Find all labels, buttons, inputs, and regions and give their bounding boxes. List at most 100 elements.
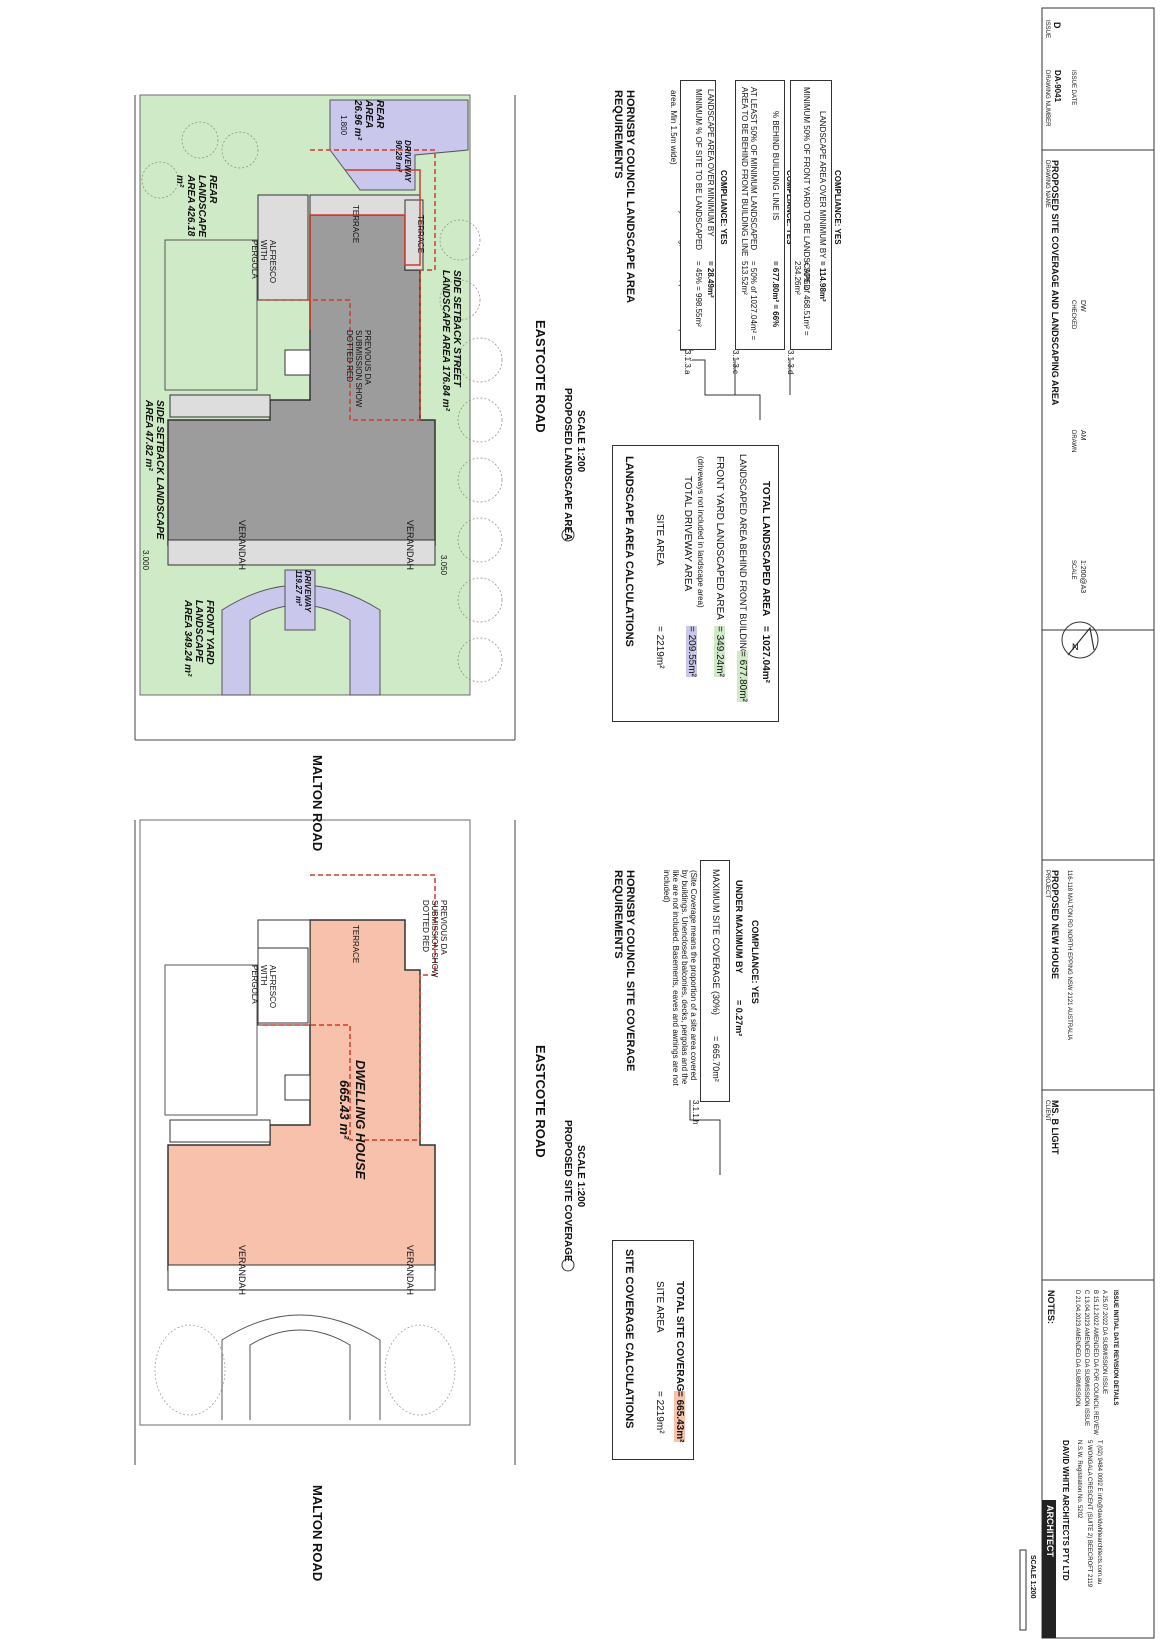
coverage-street-malton: MALTON ROAD: [310, 1485, 325, 1582]
dwelling-house-area: 665.43 m²: [337, 1080, 352, 1140]
revision-date: 15.12.2022: [1092, 1295, 1098, 1326]
landscape-driveway-value: = 209.55m²: [686, 626, 697, 677]
revision-issue: C: [1083, 1290, 1089, 1295]
coverage-under-label: UNDER MAXIMUM BY: [734, 880, 744, 974]
front-driveway-label: DRIVEWAY 119.27 m²: [294, 570, 312, 612]
landscape-plan-graphics: [134, 94, 516, 741]
landscape-street-malton: MALTON ROAD: [310, 755, 325, 852]
landscape-front-req-label: MINIMUM 50% OF FRONT YARD TO BE LANDSCAP…: [802, 87, 811, 291]
dimension-label: 3.000: [141, 550, 150, 571]
drawn-label: DRAWN: [1070, 430, 1076, 453]
coverage-caption-title: PROPOSED SITE COVERAGE: [562, 1120, 573, 1262]
notes-heading: NOTES:: [1046, 1290, 1056, 1325]
coverage-max-box: MAXIMUM SITE COVERAGE (30%) = 665.70m²: [700, 860, 730, 1102]
landscape-terrace-label-2: TERRACE: [416, 215, 425, 254]
landscape-calculations-table: LANDSCAPE AREA CALCULATIONS SITE AREA = …: [612, 445, 779, 722]
landscape-min-label: MINIMUM % OF SITE TO BE LANDSCAPED: [694, 89, 703, 251]
drawing-name: PROPOSED SITE COVERAGE AND LANDSCAPING A…: [1050, 160, 1060, 406]
landscape-behind-pct-label: % BEHIND BUILDING LINE IS: [771, 111, 780, 221]
scale-value: 1:200@A3: [1079, 560, 1086, 594]
architect-heading: ARCHITECT: [1045, 1505, 1055, 1557]
landscape-total-value: = 1027.04m²: [760, 626, 771, 683]
front-yard-landscape-label: FRONT YARD LANDSCAPE AREA 349.24 m²: [182, 600, 215, 677]
coverage-caption-scale: SCALE 1:200: [575, 1145, 586, 1208]
landscape-ref-c: 3.1.3.c: [731, 350, 740, 375]
coverage-caption-marker: [561, 1258, 575, 1272]
revision-date: 21.04.2023: [1074, 1296, 1080, 1327]
revision-details: AMENDED DA FOR COUNCIL REVIEW: [1092, 1327, 1098, 1435]
revision-details: AMENDED DA SUBMISSION ISSUE: [1083, 1327, 1089, 1427]
coverage-terrace-label: TERRACE: [351, 925, 360, 964]
landscape-over-label: LANDSCAPE AREA OVER MINIMUM BY: [706, 89, 715, 237]
revision-row: B 15.12.2022 AMENDED DA FOR COUNCIL REVI…: [1092, 1290, 1098, 1435]
checked-label: CHECKED: [1070, 300, 1076, 330]
landscape-ref-arrows: [690, 359, 791, 420]
dimension-label: 1.800: [339, 115, 348, 136]
landscape-min-value: = 45% = 998.55m²: [694, 261, 703, 327]
revision-row: D 21.04.2023 AMENDED DA SUBMISSION: [1074, 1290, 1080, 1406]
title-block-frame: [1041, 7, 1155, 1639]
coverage-previous-da-note: PREVIOUS DA SUBMISSION SHOW DOTTED RED: [421, 900, 448, 978]
landscape-current-outline: [309, 169, 421, 330]
revision-header: ISSUE INITIAL DATE REVISION DETAILS: [1112, 1290, 1118, 1406]
landscape-front-label: FRONT YARD LANDSCAPED AREA: [714, 456, 725, 620]
landscape-terrace: [309, 194, 421, 216]
dimension-label: 3.050: [439, 555, 448, 576]
coverage-max-label: MAXIMUM SITE COVERAGE (30%): [711, 869, 721, 1016]
scale-label: SCALE: [1070, 560, 1076, 580]
scale-bar: [1019, 1549, 1027, 1631]
issue-label: ISSUE: [1044, 20, 1050, 39]
coverage-alfresco-label: ALFRESCO WITH PERGOLA: [250, 965, 277, 1009]
coverage-verandah-side: [169, 1119, 271, 1143]
landscape-front-req-box: MINIMUM 50% OF FRONT YARD TO BE LANDSCAP…: [790, 80, 832, 350]
coverage-verandah-label-2: VERANDAH: [405, 1245, 415, 1296]
revision-date: 25.07.2022: [1101, 1295, 1107, 1326]
coverage-under-value: = 0.27m²: [734, 1000, 744, 1037]
site-coverage-total-label: TOTAL SITE COVERAGE: [674, 1281, 685, 1399]
coverage-requirements: HORNSBY COUNCIL SITE COVERAGE REQUIREMEN…: [612, 860, 700, 1090]
landscape-front-req-value: = 50% of 468.51m² = 234.26m²: [793, 261, 811, 336]
north-arrow-icon: N: [1061, 621, 1099, 659]
front-driveway-area: [221, 584, 381, 696]
revision-date: 13.04.2023: [1083, 1296, 1089, 1327]
side-setback-landscape-label: SIDE SETBACK LANDSCAPE AREA 47.82 m²: [143, 400, 165, 540]
landscape-front-over-value: = 114.98m²: [818, 261, 827, 302]
coverage-plan-graphics: [134, 819, 516, 1465]
side-street-landscape-label: SIDE SETBACK STREET LANDSCAPE AREA 176.8…: [440, 270, 462, 411]
coverage-street-eastcote: EASTCOTE ROAD: [533, 1045, 548, 1158]
landscape-behind-label: LANDSCAPED AREA BEHIND FRONT BUILDING LI…: [738, 454, 748, 679]
svg-text:N: N: [1072, 642, 1079, 652]
landscape-min-box: MINIMUM % OF SITE TO BE LANDSCAPED = 45%…: [680, 80, 716, 350]
rear-driveway-area: [329, 99, 469, 191]
landscape-previous-da-outline: [260, 149, 436, 421]
landscape-behind-req-box: AT LEAST 50% OF MINIMUM LANDSCAPED AREA …: [735, 80, 785, 350]
landscape-over-value: = 28.49m²: [706, 261, 715, 298]
revision-issue: D: [1074, 1290, 1080, 1295]
site-coverage-total-value: = 665.43m²: [674, 1391, 685, 1443]
coverage-yard-structure: [164, 964, 258, 1116]
dwelling-house-label: DWELLING HOUSE: [353, 1060, 368, 1180]
firm-address: 5 WONGALA CRESCENT (SUITE 2) BEECROFT 21…: [1086, 1440, 1092, 1588]
landscape-alfresco-label: ALFRESCO WITH PERGOLA: [250, 240, 277, 284]
scale-bar-label: SCALE 1:200: [1029, 1555, 1036, 1599]
landscape-caption-title: PROPOSED LANDSCAPE AREA: [562, 388, 573, 541]
landscape-driveway-note: (driveways not included in landscape are…: [696, 456, 705, 608]
landscape-site-area-value: = 2219m²: [654, 626, 665, 669]
coverage-ref: 3.1.1.h: [691, 1100, 700, 1125]
coverage-courtyard-inner: [284, 1074, 311, 1101]
drawing-number-label: DRAWING NUMBER: [1044, 70, 1050, 127]
landscape-street-eastcote: EASTCOTE ROAD: [533, 320, 548, 433]
rear-landscape-label: REAR LANDSCAPE AREA 426.18 m²: [174, 175, 218, 238]
site-coverage-table: SITE COVERAGE CALCULATIONS SITE AREA = 2…: [612, 1240, 694, 1460]
landscape-site-area-label: SITE AREA: [654, 514, 665, 566]
coverage-requirements-title: HORNSBY COUNCIL SITE COVERAGE REQUIREMEN…: [612, 870, 636, 1072]
landscape-total-label: TOTAL LANDSCAPED AREA: [760, 481, 771, 617]
site-coverage-table-title: SITE COVERAGE CALCULATIONS: [623, 1249, 635, 1429]
landscape-requirements: HORNSBY COUNCIL LANDSCAPE AREA REQUIREME…: [612, 80, 696, 360]
landscape-caption-scale: SCALE 1:200: [575, 410, 586, 473]
firm-contact: T (02) 9484 0092 E info@davidwhitearchit…: [1096, 1440, 1102, 1585]
revision-details: DA SUBMISSION ISSUE: [1101, 1327, 1107, 1395]
landscape-front-value: = 349.24m²: [714, 626, 725, 677]
landscape-front-over-label: LANDSCAPE AREA OVER MINIMUM BY: [818, 111, 827, 259]
